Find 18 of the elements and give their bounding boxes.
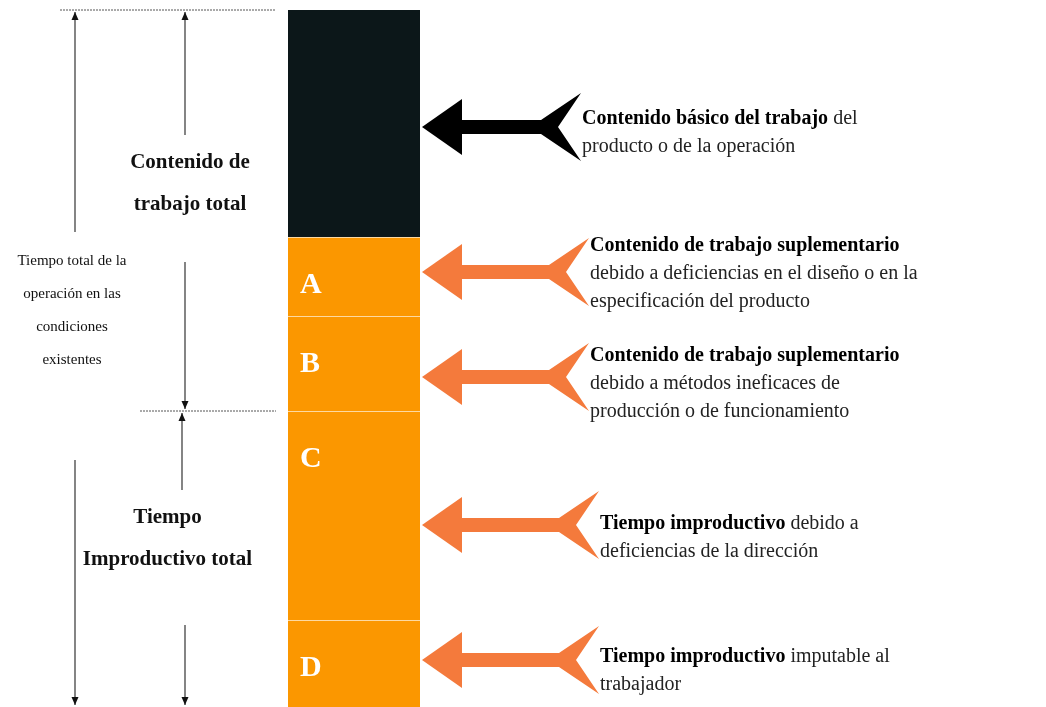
- arrow: [422, 491, 599, 559]
- bar-segment: [288, 10, 420, 237]
- description-text: Tiempo improductivo imputable al trabajador: [600, 641, 890, 697]
- description-text: Contenido básico del trabajo del producto o de la operación: [582, 103, 882, 159]
- description-text: Tiempo improductivo debido a deficiencias de la dirección: [600, 508, 890, 564]
- bar-segment: D: [288, 620, 420, 707]
- dimension-label: Tiempo total de la operación en las condiciones existentes: [16, 251, 128, 369]
- arrow: [422, 626, 599, 694]
- bar-segment: A: [288, 237, 420, 316]
- dimension-label: Tiempo Improductivo total: [81, 503, 254, 572]
- description-text: Contenido de trabajo suplementario debido a métodos ineficaces de producción o de funcionamiento: [590, 340, 920, 424]
- arrow: [422, 93, 581, 161]
- bar-segment: B: [288, 316, 420, 411]
- arrow: [422, 343, 589, 411]
- arrow: [422, 238, 589, 306]
- dimension-label: Contenido de trabajo total: [129, 148, 251, 217]
- description-text: Contenido de trabajo suplementario debido a deficiencias en el diseño o en la especificación del producto: [590, 230, 920, 314]
- bar-segment: C: [288, 411, 420, 620]
